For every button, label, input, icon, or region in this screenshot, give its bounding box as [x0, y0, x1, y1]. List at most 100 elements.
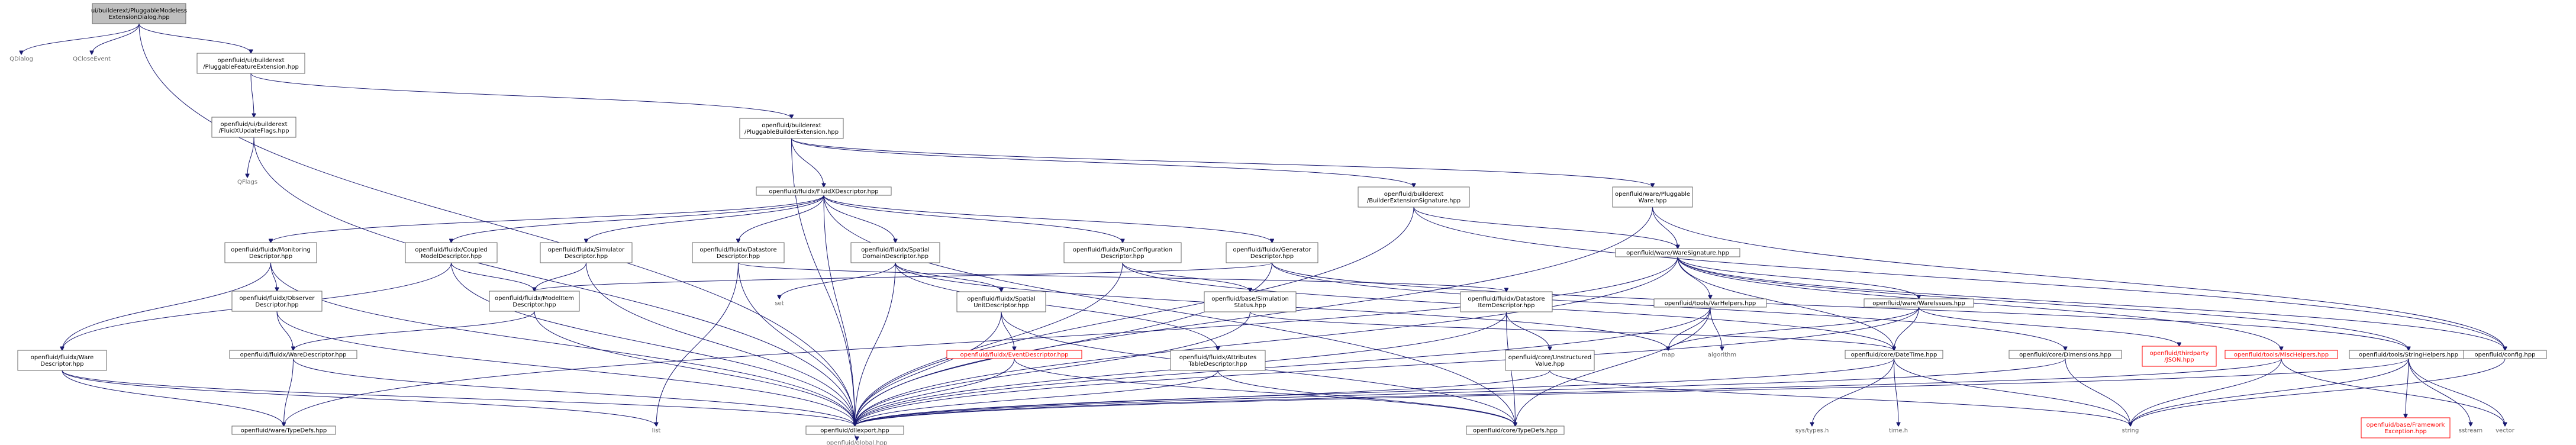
- node-datetime[interactable]: openfluid/core/DateTime.hpp: [1845, 350, 1943, 359]
- node-dsitem[interactable]: openfluid/fluidx/DatastoreItemDescriptor…: [1460, 291, 1553, 312]
- node-monit[interactable]: openfluid/fluidx/MonitoringDescriptor.hp…: [224, 242, 317, 263]
- node-waredesc[interactable]: openfluid/fluidx/WareDescriptor.hpp: [17, 350, 107, 371]
- node-config[interactable]: openfluid/config.hpp: [2463, 350, 2547, 359]
- edge-pbext-to-besig: [791, 138, 1414, 187]
- node-label: Status.hpp: [1234, 302, 1266, 309]
- edge-spunit-to-dllexport: [855, 311, 1002, 426]
- edge-dsdesc-to-dsitem: [738, 262, 1507, 292]
- node-fxwaredesc[interactable]: openfluid/fluidx/WareDescriptor.hpp: [229, 350, 357, 359]
- node-box: [1460, 291, 1553, 312]
- node-mischelp[interactable]: openfluid/tools/MiscHelpers.hpp: [2224, 350, 2338, 359]
- node-evdesc[interactable]: openfluid/fluidx/EventDescriptor.hpp: [946, 350, 1082, 359]
- node-sstream: sstream: [2459, 428, 2482, 434]
- node-coupled[interactable]: openfluid/fluidx/CoupledModelDescriptor.…: [405, 242, 498, 263]
- node-runcfg[interactable]: openfluid/fluidx/RunConfigurationDescrip…: [1063, 242, 1182, 263]
- node-label: Descriptor.hpp: [512, 302, 556, 308]
- node-root[interactable]: ui/builderext/PluggableModelessExtension…: [91, 3, 187, 24]
- node-fxflags[interactable]: openfluid/ui/builderext/FluidXUpdateFlag…: [211, 117, 296, 138]
- node-box: [1466, 425, 1565, 435]
- edge-strhelp-to-vector: [2408, 358, 2505, 426]
- node-qcloseevent: QCloseEvent: [73, 56, 111, 63]
- node-coretypedefs[interactable]: openfluid/core/TypeDefs.hpp: [1466, 425, 1565, 435]
- node-label: QFlags: [237, 179, 257, 186]
- node-label: ModelDescriptor.hpp: [421, 253, 482, 260]
- node-box: [1204, 291, 1297, 312]
- node-label: set: [775, 301, 784, 307]
- edge-pbext-to-fxdesc: [791, 138, 824, 187]
- node-box: [1505, 350, 1595, 371]
- node-fxdesc[interactable]: openfluid/fluidx/FluidXDescriptor.hpp: [756, 186, 892, 196]
- node-spunit[interactable]: openfluid/fluidx/SpatialUnitDescriptor.h…: [956, 291, 1046, 312]
- node-besig[interactable]: openfluid/builderext/BuilderExtensionSig…: [1358, 186, 1470, 208]
- edge-waresig-to-wareissues: [1677, 256, 1919, 299]
- edge-fxdesc-to-dsdesc: [739, 195, 824, 243]
- node-waretypedefs[interactable]: openfluid/ware/TypeDefs.hpp: [231, 425, 336, 435]
- node-list: list: [652, 428, 661, 434]
- edge-strhelp-to-frameworkexc: [2406, 358, 2409, 418]
- node-label: Descriptor.hpp: [249, 253, 292, 260]
- node-label: Ware.hpp: [1639, 198, 1667, 204]
- node-label: openfluid/core/DateTime.hpp: [1851, 352, 1937, 359]
- edge-pware-to-config: [1652, 207, 2506, 350]
- node-dims[interactable]: openfluid/core/Dimensions.hpp: [2008, 350, 2122, 359]
- node-box: [756, 186, 892, 196]
- edge-dims-to-string: [2065, 358, 2130, 426]
- node-label: /FluidXUpdateFlags.hpp: [219, 128, 289, 134]
- node-box: [1226, 242, 1318, 263]
- node-label: openfluid/ui/builderext: [217, 57, 284, 64]
- node-attrtab[interactable]: openfluid/fluidx/AttributesTableDescript…: [1170, 350, 1266, 371]
- edge-spdom-to-set: [779, 262, 896, 299]
- node-box: [2463, 350, 2547, 359]
- node-pbext[interactable]: openfluid/builderext/PluggableBuilderExt…: [739, 118, 844, 139]
- edge-fxdesc-to-coretypedefs: [823, 195, 1516, 426]
- node-label: openfluid/thirdparty: [2150, 350, 2209, 357]
- node-box: [1612, 186, 1693, 208]
- node-box: [231, 291, 323, 312]
- node-label: /PluggableBuilderExtension.hpp: [744, 129, 839, 136]
- edge-config-to-string: [2130, 358, 2506, 426]
- node-pfext[interactable]: openfluid/ui/builderext/PluggableFeature…: [196, 53, 305, 74]
- node-label: ItemDescriptor.hpp: [1478, 302, 1534, 309]
- node-wareissues[interactable]: openfluid/ware/WareIssues.hpp: [1864, 298, 1974, 308]
- edge-dllexport-to-global: [855, 434, 857, 440]
- node-waresig[interactable]: openfluid/ware/WareSignature.hpp: [1615, 248, 1740, 257]
- edge-spdom-to-attrtab: [895, 262, 1218, 350]
- node-json[interactable]: openfluid/thirdparty/JSON.hpp: [2142, 346, 2217, 367]
- node-box: [540, 242, 633, 263]
- node-box: [2008, 350, 2122, 359]
- edge-waredesc-to-list: [62, 370, 656, 426]
- node-box: [405, 242, 498, 263]
- node-label: openfluid/fluidx/RunConfiguration: [1073, 247, 1172, 253]
- edge-strhelp-to-string: [2130, 358, 2409, 426]
- edge-gendesc-to-strhelp: [1272, 262, 2409, 350]
- node-dllexport[interactable]: openfluid/dllexport.hpp: [805, 425, 904, 435]
- node-label: openfluid/fluidx/Spatial: [861, 247, 930, 253]
- edge-waresig-to-waretypedefs: [284, 256, 1678, 426]
- edges-layer: [21, 23, 2506, 440]
- node-label: Descriptor.hpp: [1250, 253, 1294, 260]
- node-algorithm: algorithm: [1708, 352, 1736, 359]
- node-spdom[interactable]: openfluid/fluidx/SpatialDomainDescriptor…: [850, 242, 940, 263]
- node-box: [224, 242, 317, 263]
- node-varhelp[interactable]: openfluid/tools/VarHelpers.hpp: [1653, 298, 1767, 308]
- node-box: [489, 291, 580, 312]
- node-label: ui/builderext/PluggableModeless: [91, 8, 187, 14]
- node-set: set: [775, 301, 784, 307]
- node-box: [2142, 346, 2217, 367]
- node-label: openfluid/fluidx/WareDescriptor.hpp: [240, 352, 347, 359]
- node-strhelp[interactable]: openfluid/tools/StringHelpers.hpp: [2349, 350, 2468, 359]
- edge-fxdesc-to-runcfg: [823, 195, 1123, 243]
- edge-evdesc-to-dllexport: [855, 358, 1015, 426]
- node-label: list: [652, 428, 661, 434]
- edge-waresig-to-mischelp: [1677, 256, 2281, 350]
